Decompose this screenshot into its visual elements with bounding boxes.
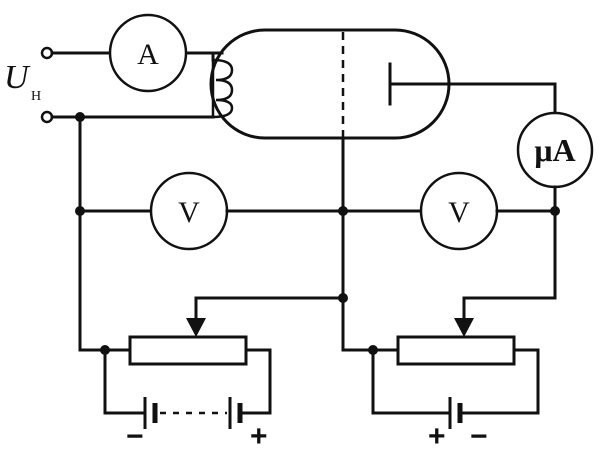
- junction-dot: [338, 206, 348, 216]
- rheostat-right: [396, 335, 516, 366]
- vacuum-tube: [209, 28, 451, 140]
- battery-left-positive: +: [250, 420, 268, 453]
- junction-dot: [75, 206, 85, 216]
- junction-dot: [368, 345, 378, 355]
- rheostat-right-slider: [454, 318, 474, 337]
- junction-dot: [550, 206, 560, 216]
- uh-subscript: H: [31, 89, 41, 104]
- rheostat-left: [128, 335, 248, 366]
- uh-label: U: [4, 59, 31, 96]
- battery-left-negative: −: [126, 420, 144, 453]
- junction-dot: [338, 293, 348, 303]
- plate-voltmeter-label: V: [448, 196, 470, 229]
- ammeter: [108, 13, 188, 93]
- rheostat-left-slider: [186, 318, 206, 337]
- battery-right-negative: −: [470, 420, 488, 453]
- junction-dot: [75, 112, 85, 122]
- grid-voltmeter-label: V: [178, 196, 200, 229]
- battery-right-positive: +: [428, 420, 446, 453]
- microammeter-label: μA: [534, 132, 575, 168]
- ammeter-label: A: [137, 38, 159, 71]
- filament-coil: [212, 58, 234, 119]
- junction-dot: [100, 345, 110, 355]
